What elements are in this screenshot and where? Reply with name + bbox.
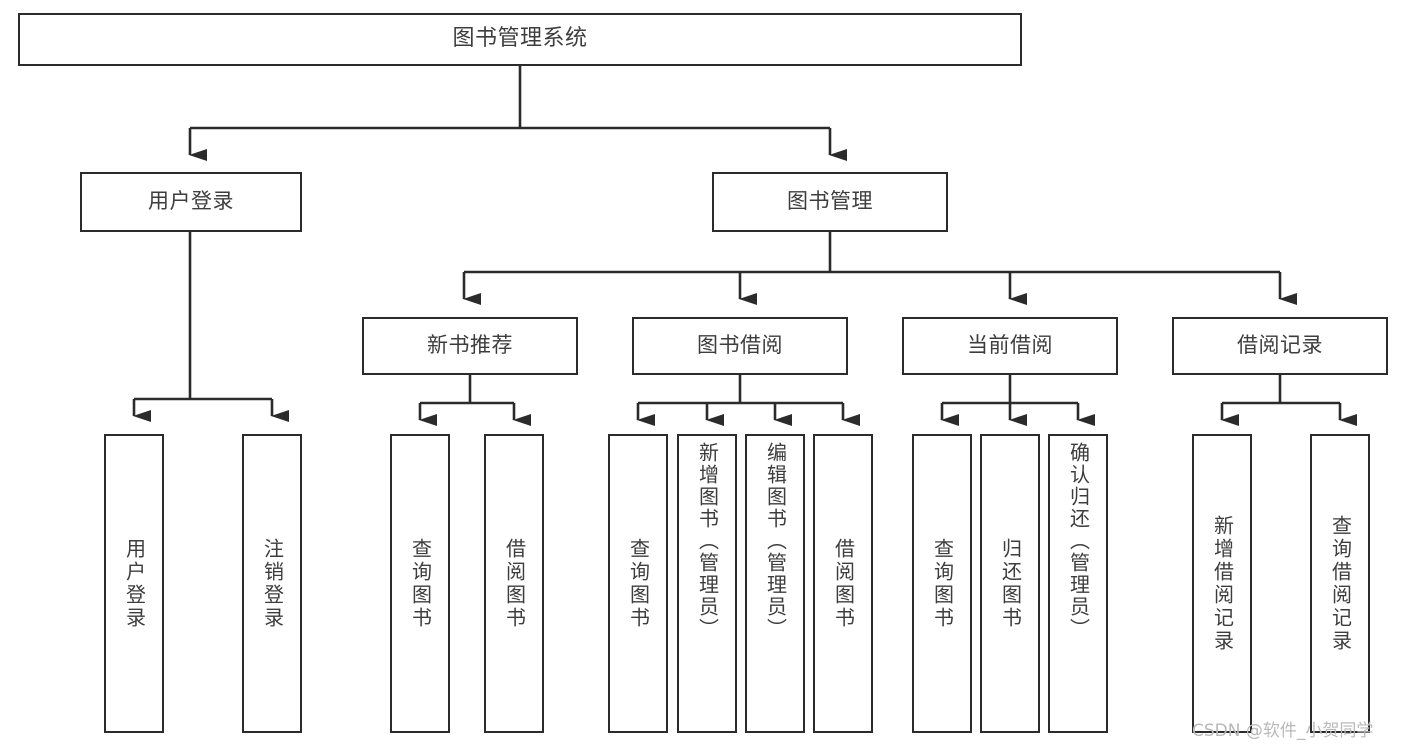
node-label: 新书推荐 — [427, 333, 513, 358]
csdn-watermark: CSDN @软件_小贺同学 — [1192, 721, 1374, 741]
node-label: 查询图书 — [408, 537, 433, 630]
node-label: 编辑图书（管理员） — [763, 442, 788, 640]
node-label: 查询图书 — [930, 537, 955, 630]
node-label: 归还图书 — [998, 537, 1023, 630]
node-label: 确认归还（管理员） — [1066, 442, 1091, 640]
node-leaf-user-login[interactable]: 用户登录 — [104, 434, 164, 733]
node-current-borrow[interactable]: 当前借阅 — [902, 317, 1118, 375]
node-label: 图书管理 — [787, 189, 873, 214]
node-label: 用户登录 — [122, 537, 147, 630]
node-label: 注销登录 — [260, 537, 285, 630]
node-leaf-query-book-1[interactable]: 查询图书 — [390, 434, 450, 733]
node-root-system[interactable]: 图书管理系统 — [18, 13, 1022, 66]
node-leaf-confirm-return[interactable]: 确认归还（管理员） — [1048, 434, 1108, 733]
node-label: 新增图书（管理员） — [695, 442, 720, 640]
node-leaf-borrow-book-2[interactable]: 借阅图书 — [813, 434, 873, 733]
node-label: 图书借阅 — [697, 333, 783, 358]
node-leaf-add-borrow-record[interactable]: 新增借阅记录 — [1192, 434, 1252, 733]
node-leaf-query-borrow-record[interactable]: 查询借阅记录 — [1310, 434, 1370, 733]
node-label: 新增借阅记录 — [1210, 514, 1235, 653]
node-label: 图书管理系统 — [452, 26, 588, 52]
node-leaf-borrow-book-1[interactable]: 借阅图书 — [484, 434, 544, 733]
node-book-borrow[interactable]: 图书借阅 — [632, 317, 848, 375]
node-leaf-add-book[interactable]: 新增图书（管理员） — [677, 434, 737, 733]
node-label: 借阅记录 — [1237, 333, 1323, 358]
node-leaf-edit-book[interactable]: 编辑图书（管理员） — [745, 434, 805, 733]
node-leaf-query-book-3[interactable]: 查询图书 — [912, 434, 972, 733]
node-label: 用户登录 — [148, 189, 234, 214]
node-user-login[interactable]: 用户登录 — [80, 172, 302, 232]
node-label: 借阅图书 — [502, 537, 527, 630]
node-label: 借阅图书 — [831, 537, 856, 630]
node-borrow-record[interactable]: 借阅记录 — [1172, 317, 1388, 375]
node-label: 当前借阅 — [967, 333, 1053, 358]
node-leaf-return-book[interactable]: 归还图书 — [980, 434, 1040, 733]
node-book-management[interactable]: 图书管理 — [712, 172, 948, 232]
node-label: 查询借阅记录 — [1328, 514, 1353, 653]
node-new-book-recommend[interactable]: 新书推荐 — [362, 317, 578, 375]
node-leaf-query-book-2[interactable]: 查询图书 — [608, 434, 668, 733]
node-leaf-logout-login[interactable]: 注销登录 — [242, 434, 302, 733]
node-label: 查询图书 — [626, 537, 651, 630]
